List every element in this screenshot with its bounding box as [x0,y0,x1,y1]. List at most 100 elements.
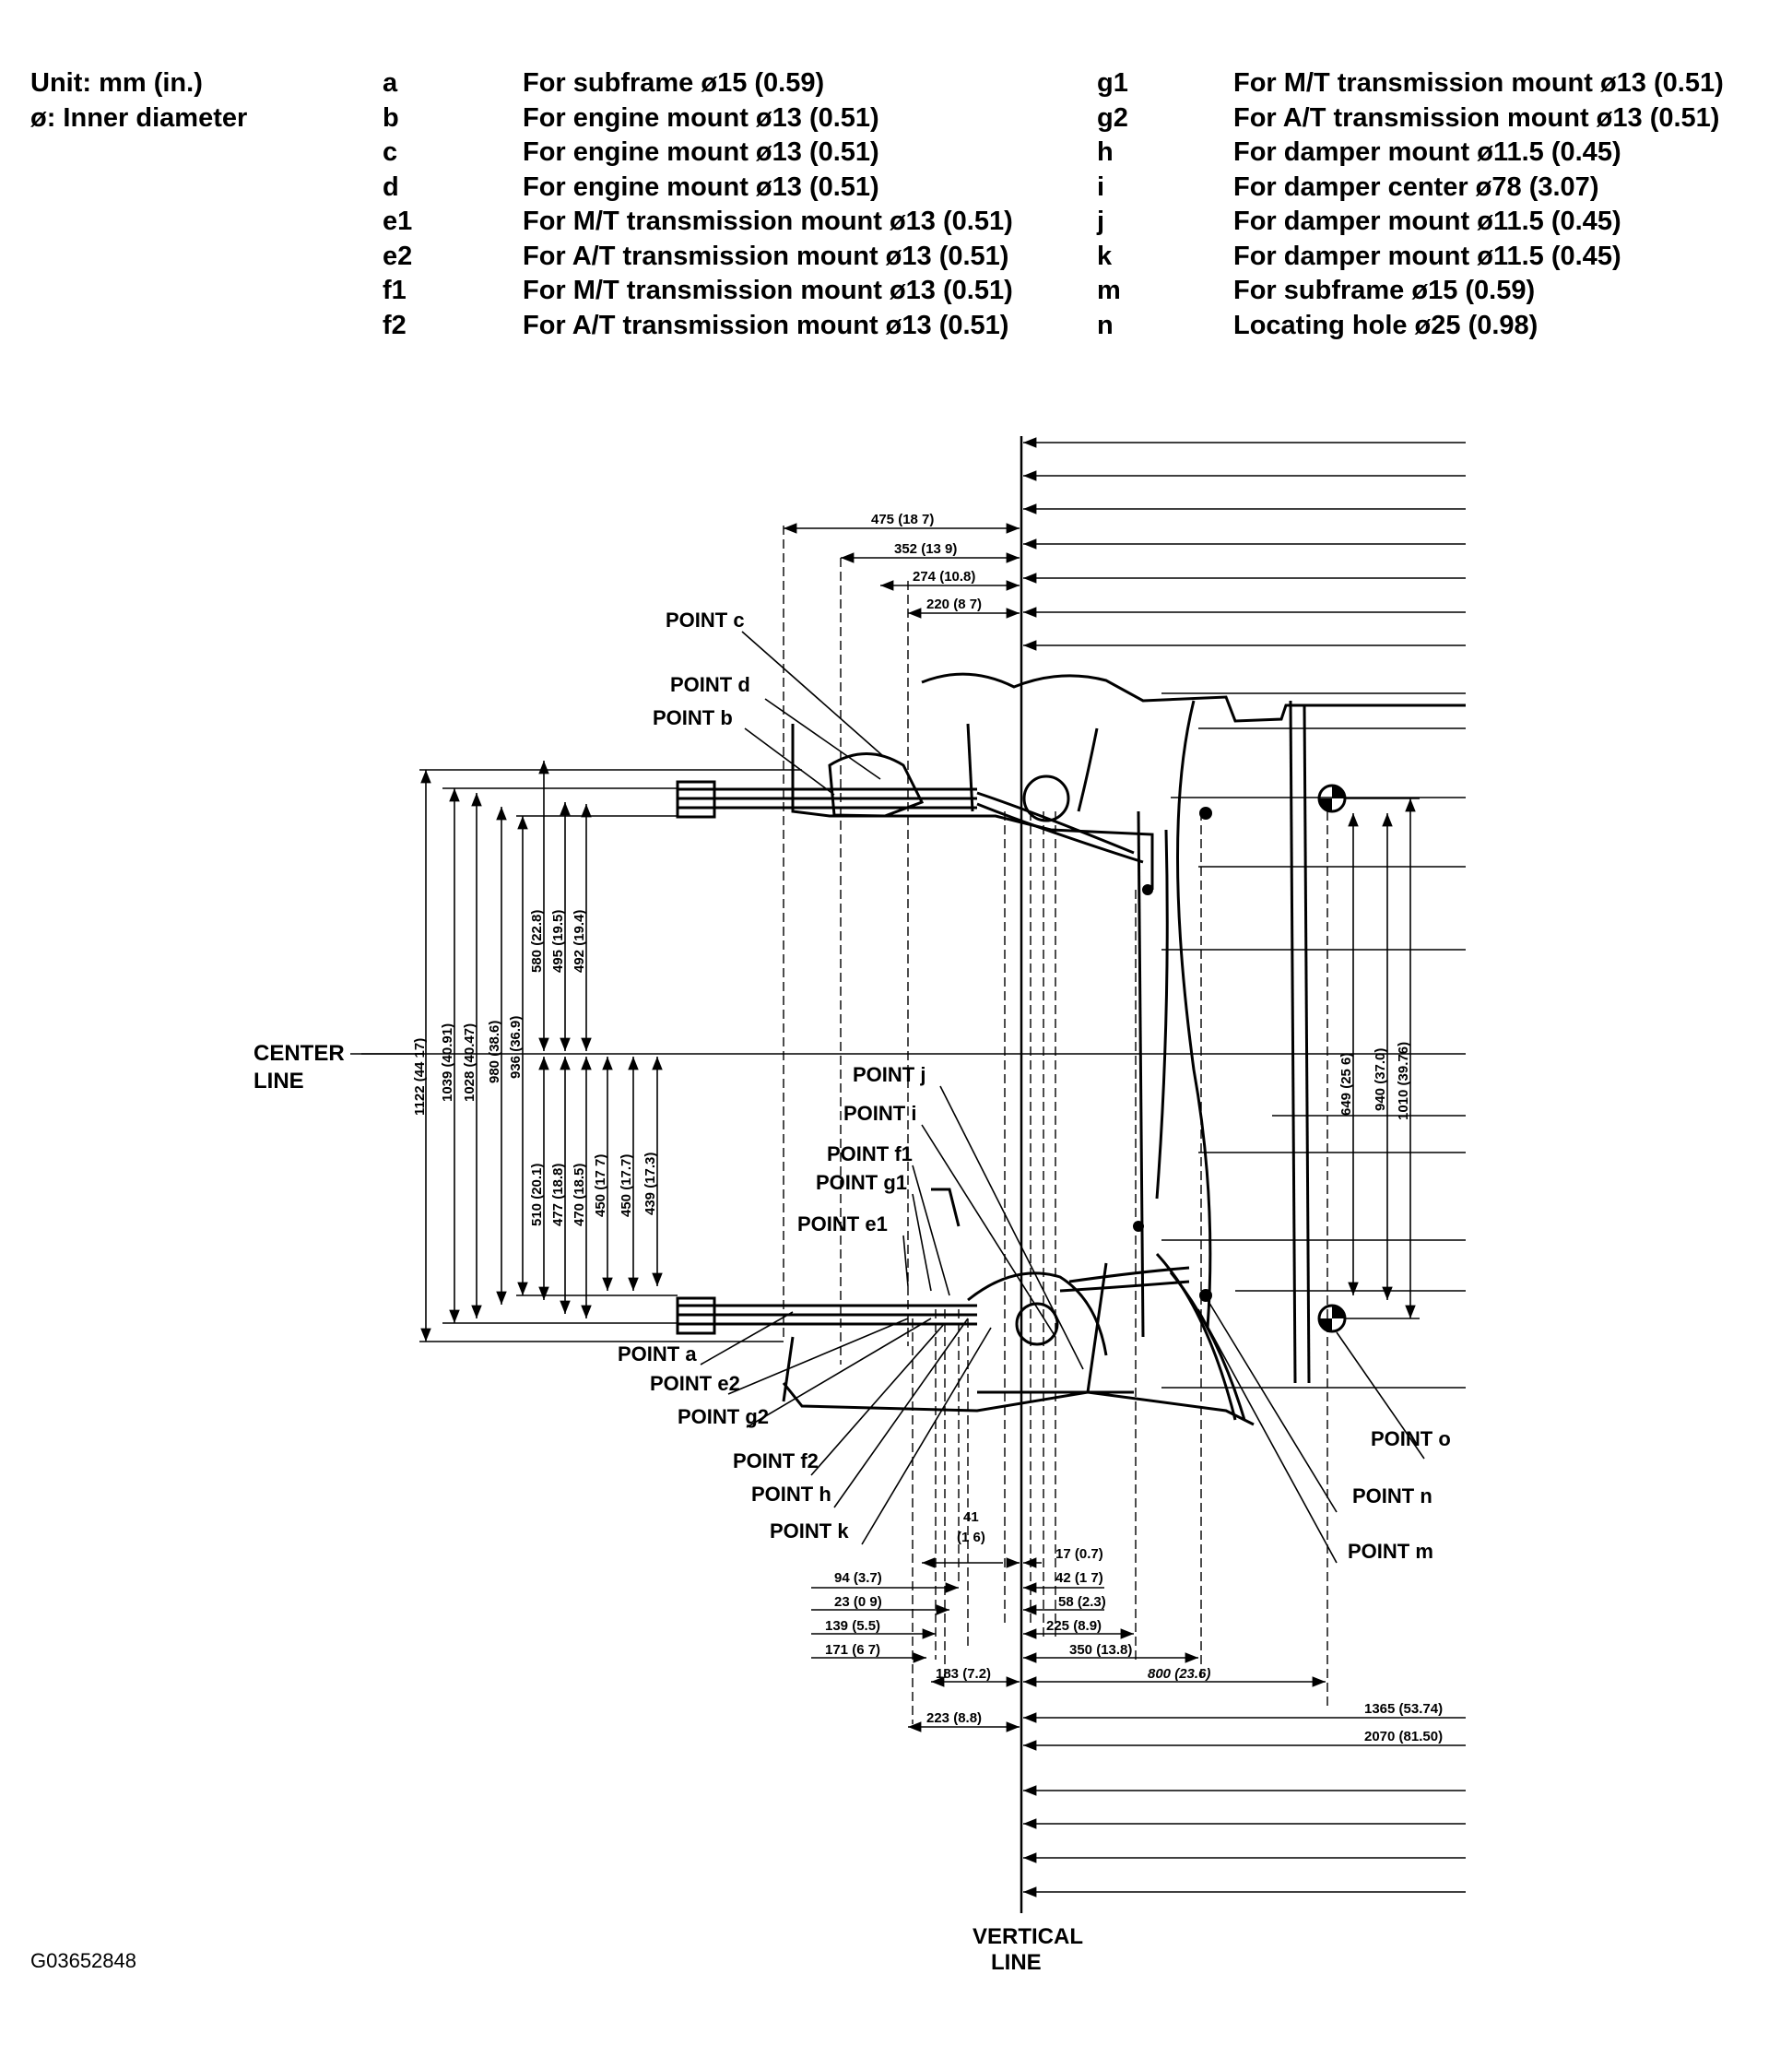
point-leader-lines [350,631,1425,1564]
reference-arrows-bottom [1023,1785,1466,1897]
dim-1010: 1010 (39.76) [1396,1042,1411,1120]
legend-header: Unit: mm (in.) ø: Inner diameter [30,66,247,136]
label-point-k: POINT k [770,1519,849,1543]
legend-text: For A/T transmission mount ø13 (0.51) [523,310,1009,340]
center-line-label-2: LINE [253,1069,304,1094]
dim-492: 492 (19.4) [572,910,587,973]
vertical-dash-lines [783,526,1328,1724]
diameter-note: ø: Inner diameter [30,102,248,133]
dim-580: 580 (22.8) [529,910,545,973]
dim-649: 649 (25 6) [1338,1053,1354,1116]
legend-left-keys: a b c d e1 e2 f1 f2 [383,66,412,343]
vertical-line-label-2: LINE [991,1950,1042,1975]
dim-450a: 450 (17 7) [593,1154,608,1217]
legend-text: For damper mount ø11.5 (0.45) [1233,137,1621,167]
right-dimension-lines [1346,798,1420,1319]
dim-220: 220 (8 7) [926,597,982,612]
top-dimension-lines [784,523,1020,619]
dim-940: 940 (37.0) [1373,1048,1388,1111]
dim-800: 800 (23.6) [1148,1666,1210,1682]
legend-text: For engine mount ø13 (0.51) [523,102,879,133]
dim-139: 139 (5.5) [825,1618,880,1634]
label-point-e2: POINT e2 [650,1372,740,1395]
label-point-h: POINT h [751,1483,831,1506]
legend-key: g1 [1097,68,1128,98]
dim-475: 475 (18 7) [871,512,934,527]
legend-left-texts: For subframe ø15 (0.59) For engine mount… [523,66,1013,343]
legend-key: i [1097,171,1105,202]
dim-1122: 1122 (44 17) [412,1038,428,1116]
label-point-n: POINT n [1352,1484,1432,1507]
dim-58: 58 (2.3) [1058,1594,1106,1610]
legend-key: e1 [383,207,413,236]
legend-text: For subframe ø15 (0.59) [523,68,825,98]
reference-arrows-top [1023,437,1466,651]
legend-text: For subframe ø15 (0.59) [1233,276,1536,305]
legend-text: For A/T transmission mount ø13 (0.51) [523,241,1009,271]
dim-980: 980 (38.6) [487,1021,502,1083]
center-line-label-1: CENTER [253,1041,345,1066]
legend-text: For engine mount ø13 (0.51) [523,171,879,202]
legend-key: f2 [383,310,407,340]
frame-outline [782,672,1466,1426]
legend-key: h [1097,137,1114,167]
legend-text: For damper mount ø11.5 (0.45) [1233,241,1621,271]
dim-2070: 2070 (81.50) [1364,1729,1443,1744]
legend-text: For M/T transmission mount ø13 (0.51) [1233,68,1724,98]
unit-label: Unit: mm (in.) [30,68,203,98]
legend-key: e2 [383,241,413,271]
dim-350: 350 (13.8) [1069,1642,1132,1658]
dim-171: 171 (6 7) [825,1642,880,1658]
legend-text: Locating hole ø25 (0.98) [1233,310,1539,340]
drawing-code: G03652848 [30,1949,136,1972]
label-point-a: POINT a [618,1342,697,1365]
legend-key: b [383,102,399,133]
label-point-o: POINT o [1371,1427,1451,1450]
dim-17: 17 (0.7) [1055,1546,1103,1562]
dim-223: 223 (8.8) [926,1710,982,1726]
locating-hole-fill-upper [1319,786,1345,811]
label-point-e1: POINT e1 [797,1212,888,1235]
legend-key: g2 [1097,102,1128,133]
frame-horizontal-lines [1161,692,1466,1389]
legend-right-keys: g1 g2 h i j k m n [1097,66,1128,343]
dim-225: 225 (8.9) [1046,1618,1102,1634]
legend-text: For M/T transmission mount ø13 (0.51) [523,207,1013,236]
legend-text: For damper mount ø11.5 (0.45) [1233,207,1621,236]
dim-41-inch: (1 6) [957,1530,985,1545]
dim-1028: 1028 (40.47) [462,1023,477,1102]
dim-495: 495 (19.5) [550,910,566,973]
vertical-line-label-1: VERTICAL [973,1924,1083,1949]
legend-key: f1 [383,276,407,305]
legend-key: c [383,137,398,167]
legend-key: k [1097,241,1113,271]
dim-352: 352 (13 9) [894,541,957,557]
legend-text: For engine mount ø13 (0.51) [523,137,879,167]
dim-936: 936 (36.9) [508,1016,524,1079]
legend-key: m [1097,276,1121,305]
label-point-c: POINT c [666,609,745,632]
dim-1039: 1039 (40.91) [440,1023,455,1102]
label-point-j: POINT j [853,1063,925,1086]
dim-1365: 1365 (53.74) [1364,1701,1443,1717]
dim-477: 477 (18.8) [550,1164,566,1226]
legend-text: For A/T transmission mount ø13 (0.51) [1233,102,1720,133]
locating-hole-fill-lower [1319,1306,1345,1331]
legend-key: a [383,68,398,98]
dim-183: 183 (7.2) [936,1666,991,1682]
dim-470: 470 (18.5) [572,1164,587,1226]
lower-side-member [676,1266,1190,1356]
dim-41: 41 [963,1509,979,1525]
left-dimension-lines [419,761,802,1342]
dim-94: 94 (3.7) [834,1570,882,1586]
label-point-f1: POINT f1 [827,1142,913,1165]
dim-23: 23 (0 9) [834,1594,882,1610]
label-point-g1: POINT g1 [816,1171,907,1194]
legend-right-texts: For M/T transmission mount ø13 (0.51) Fo… [1233,66,1724,343]
label-point-b: POINT b [653,706,733,729]
dim-510: 510 (20.1) [529,1164,545,1226]
bottom-dimension-lines [811,1557,1466,1751]
label-point-f2: POINT f2 [733,1449,819,1472]
dim-450b: 450 (17.7) [619,1154,634,1217]
